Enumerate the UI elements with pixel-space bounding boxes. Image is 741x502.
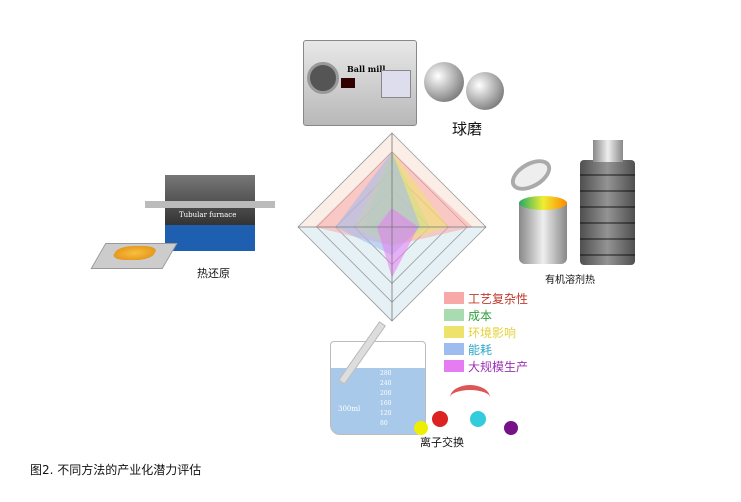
method-label-ion-exchange: 离子交换 (420, 436, 464, 449)
legend-label: 工艺复杂性 (468, 291, 529, 306)
ball-mill-text: Ball mill (347, 64, 386, 74)
legend-swatch (444, 309, 464, 321)
legend-swatch (444, 343, 464, 355)
legend-item: 工艺复杂性 (444, 290, 528, 306)
legend-item: 环境影响 (444, 324, 516, 340)
tube-furnace-text: Tubular furnace (179, 211, 237, 219)
steel-balls-image (424, 62, 514, 112)
ball-mill-image: Ball mill (303, 40, 418, 126)
legend-label: 环境影响 (468, 325, 517, 340)
figure-caption: 图2. 不同方法的产业化潜力评估 (30, 463, 202, 477)
molecule-image (410, 385, 520, 435)
beaker-tick: 200 (380, 390, 392, 397)
radar-series-大规模生产 (376, 208, 419, 278)
legend-label: 能耗 (468, 342, 493, 357)
autoclave-image (505, 140, 655, 270)
beaker-tick: 280 (380, 370, 392, 377)
method-label-thermal-reduction: 热还原 (197, 267, 230, 280)
beaker-volume-text: 300ml (338, 405, 361, 413)
beaker-image: 300ml 280 240 200 160 120 80 (328, 321, 428, 435)
beaker-tick: 240 (380, 380, 392, 387)
legend-swatch (444, 292, 464, 304)
legend-item: 成本 (444, 307, 492, 323)
legend-item: 能耗 (444, 341, 492, 357)
legend-label: 大规模生产 (468, 359, 529, 374)
legend-label: 成本 (468, 308, 493, 323)
method-label-ball-mill: 球磨 (452, 120, 483, 138)
beaker-tick: 80 (380, 420, 388, 427)
method-label-solvothermal: 有机溶剂热 (545, 275, 595, 286)
legend-swatch (444, 326, 464, 338)
legend-item: 大规模生产 (444, 358, 528, 374)
beaker-tick: 120 (380, 410, 392, 417)
legend-swatch (444, 360, 464, 372)
beaker-tick: 160 (380, 400, 392, 407)
tube-furnace-image: Tubular furnace (145, 175, 275, 255)
